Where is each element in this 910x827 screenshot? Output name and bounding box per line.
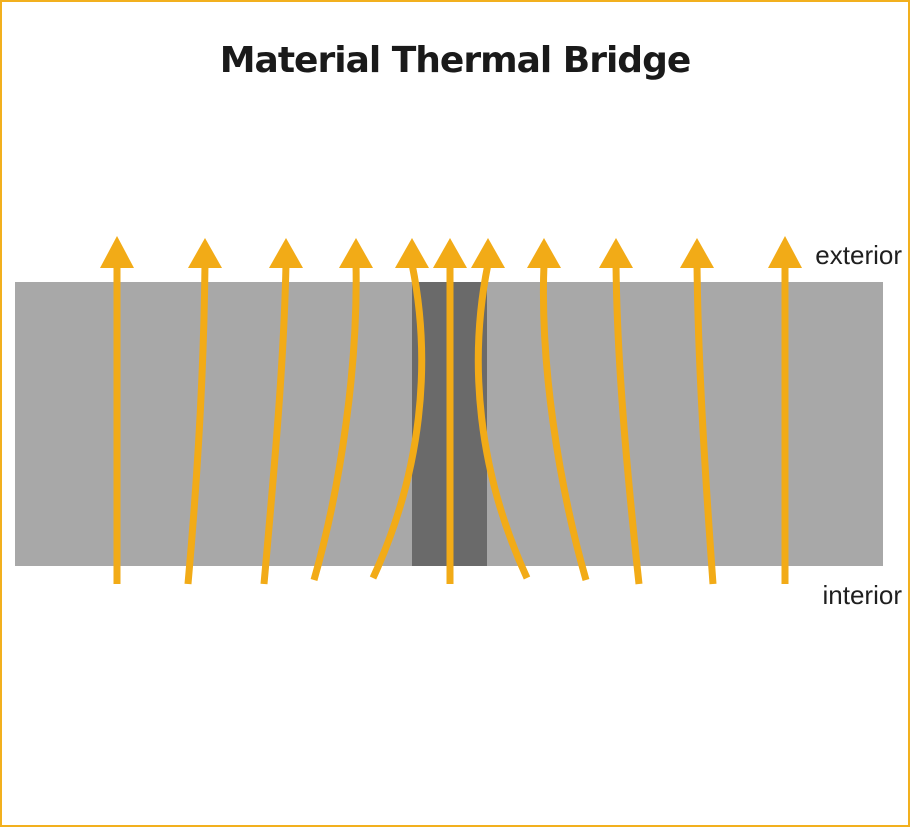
heat-flow-line [693, 263, 717, 585]
arrowhead [269, 238, 303, 268]
heat-flow-line [474, 263, 531, 580]
arrowhead [100, 236, 134, 268]
heat-flow-arrowheads [100, 236, 802, 268]
arrowhead [395, 238, 429, 268]
diagram-title: Material Thermal Bridge [219, 40, 692, 81]
arrowhead [680, 238, 714, 268]
arrowhead [527, 238, 561, 268]
exterior-label: exterior [815, 240, 902, 270]
arrowhead [768, 236, 802, 268]
heat-flow-line [539, 263, 590, 581]
interior-label: interior [822, 580, 902, 610]
arrowhead [188, 238, 222, 268]
heat-flow-line [310, 263, 360, 581]
heat-flow-line [369, 263, 426, 580]
heat-flow-line [184, 263, 209, 585]
heat-flow-line [612, 263, 643, 585]
arrowhead [433, 238, 467, 268]
arrowhead [599, 238, 633, 268]
arrowhead [471, 238, 505, 268]
heat-flow-lines [113, 263, 789, 585]
heat-flow-line [260, 263, 290, 585]
arrowhead [339, 238, 373, 268]
